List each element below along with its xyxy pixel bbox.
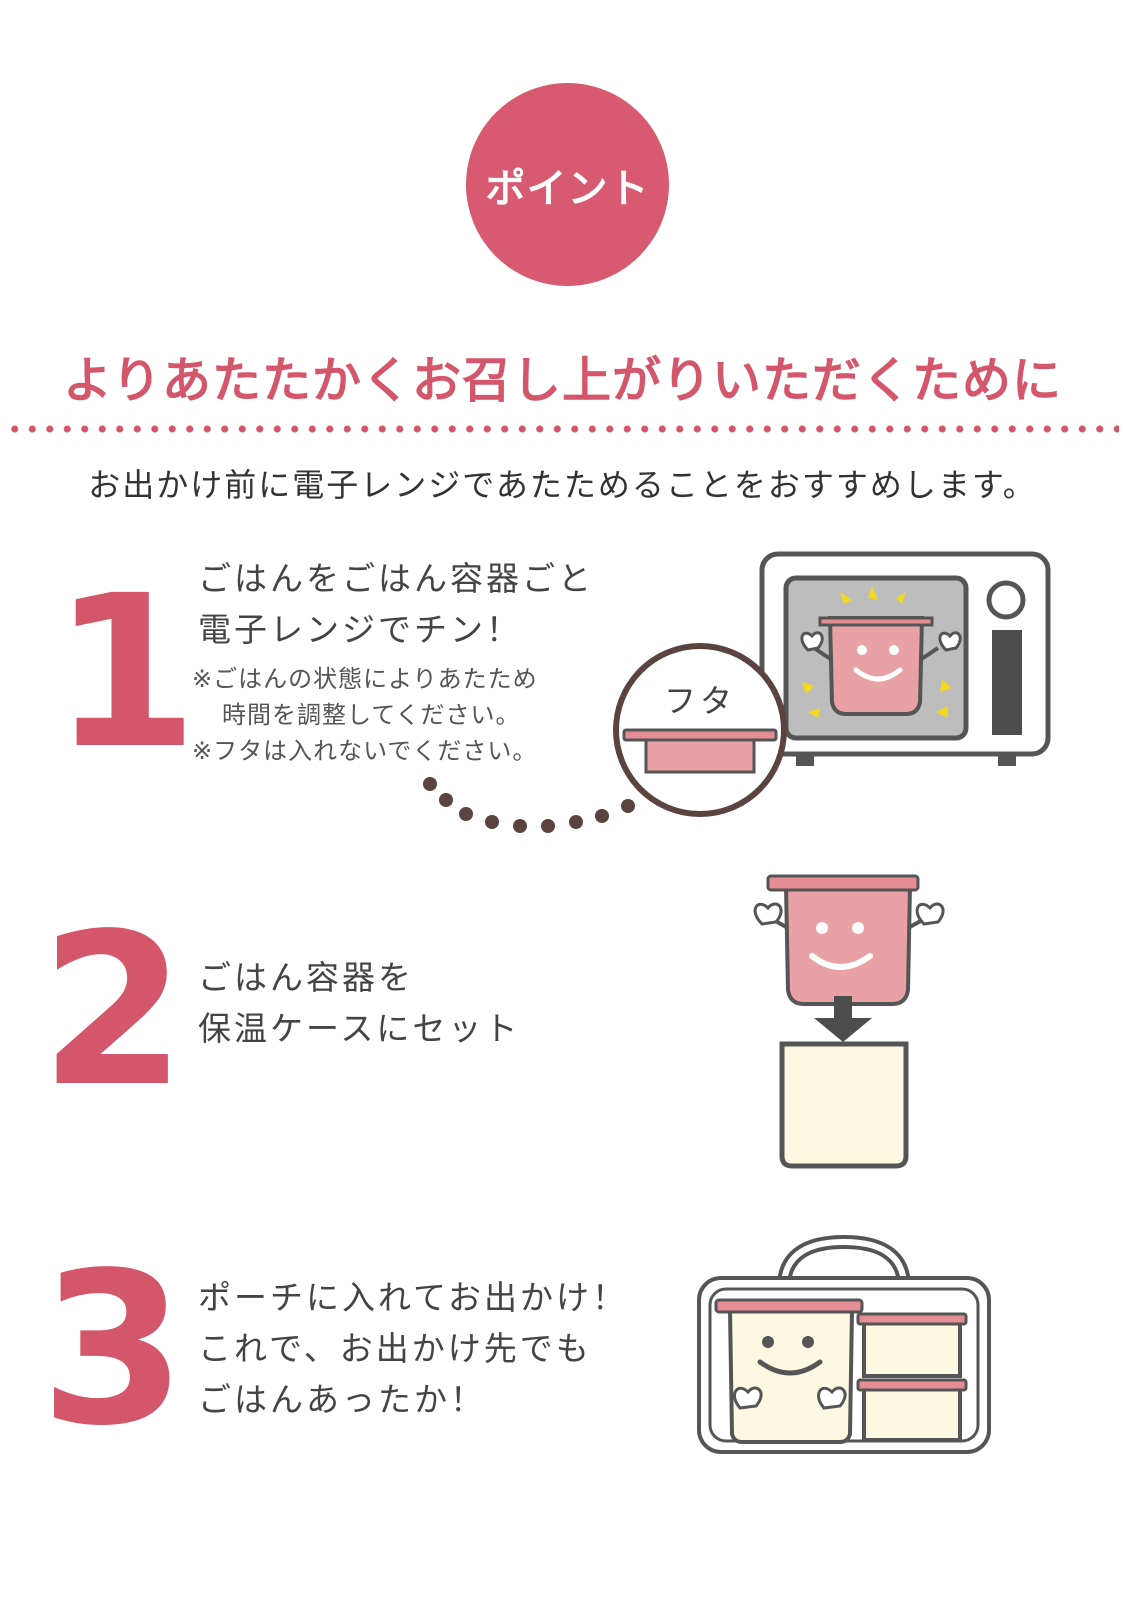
heat-case-icon — [779, 1041, 909, 1169]
subline: お出かけ前に電子レンジであたためることをおすすめします。 — [88, 466, 1037, 504]
step-1-text: ごはんをごはん容器ごと 電子レンジでチン！ — [198, 553, 594, 655]
step-1-note-3: ※フタは入れないでください。 — [192, 737, 538, 765]
rice-container-in-microwave-icon — [800, 616, 962, 716]
point-badge: ポイント — [466, 83, 669, 286]
step-number-3: 3 — [40, 1227, 187, 1472]
down-arrow-icon — [814, 996, 872, 1042]
step-3-line-3: ごはんあったか！ — [198, 1380, 486, 1419]
step-1-notes: ※ごはんの状態によりあたため 時間を調整してください。 ※フタは入れないでくださ… — [192, 661, 538, 769]
step-2-text: ごはん容器を 保温ケースにセット — [198, 952, 520, 1054]
point-badge-label: ポイント — [485, 165, 650, 212]
step-1-line-2: 電子レンジでチン！ — [198, 610, 522, 649]
lid-callout-label: フタ — [664, 682, 737, 720]
step-3-text: ポーチに入れてお出かけ！ これで、お出かけ先でも ごはんあったか！ — [198, 1272, 628, 1425]
step-3-line-2: これで、お出かけ先でも — [198, 1329, 592, 1368]
step-1-line-1: ごはんをごはん容器ごと — [198, 559, 594, 598]
dotted-path-icon — [423, 777, 635, 833]
step-3-line-1: ポーチに入れてお出かけ！ — [198, 1278, 629, 1317]
step-1-note-1: ※ごはんの状態によりあたため — [192, 665, 538, 693]
step-2-line-2: 保温ケースにセット — [198, 1009, 521, 1048]
lid-callout-icon — [613, 643, 787, 817]
step-2-line-1: ごはん容器を — [198, 958, 414, 997]
step-number-2: 2 — [40, 888, 187, 1133]
microwave-icon — [759, 551, 1051, 766]
rice-container-icon — [753, 874, 945, 1169]
pouch-icon — [697, 1234, 991, 1454]
dotted-divider — [6, 423, 1119, 435]
step-1-note-2: 時間を調整してください。 — [222, 701, 521, 729]
heat-sparkles-icon — [802, 586, 952, 718]
headline: よりあたたかくお召し上がりいただくために — [62, 352, 1063, 409]
step-number-1: 1 — [52, 550, 199, 795]
